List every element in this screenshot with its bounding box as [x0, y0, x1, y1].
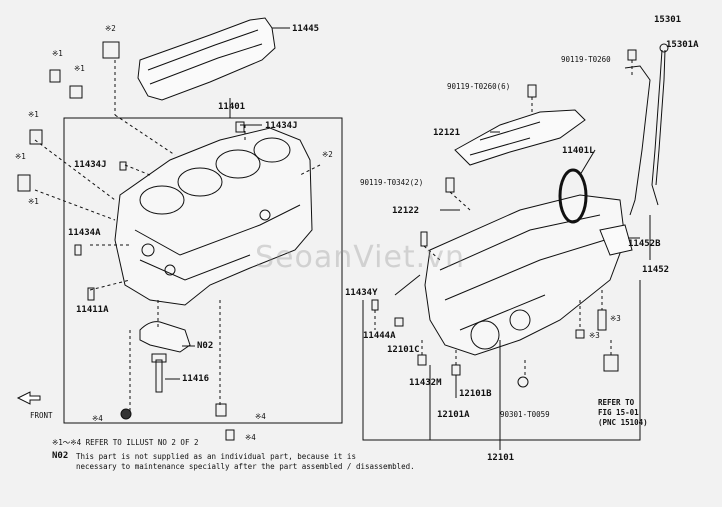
- label-n02: N02: [197, 341, 214, 351]
- plug-bottom: [120, 408, 132, 420]
- mark-2-a: ※2: [105, 24, 116, 33]
- note-line-3: necessary to maintenance specially after…: [76, 462, 415, 471]
- refer-line-3: (PNC 15104): [598, 418, 648, 427]
- bolt-left-3: [29, 129, 43, 145]
- label-11434a: 11434A: [68, 228, 101, 238]
- label-90119-t0260: 90119-T0260: [561, 55, 611, 64]
- label-11416: 11416: [182, 374, 210, 384]
- note-n02-code: N02: [52, 451, 69, 461]
- bearing-cap-n02: [139, 321, 191, 353]
- dipstick-15301: [651, 49, 663, 206]
- front-arrow: [16, 391, 41, 405]
- label-15301: 15301: [654, 15, 682, 25]
- label-12101a: 12101A: [437, 410, 470, 420]
- label-90119-t0260-6: 90119-T0260(6): [447, 82, 511, 91]
- label-12101: 12101: [487, 453, 515, 463]
- mark-4-c: ※4: [245, 433, 256, 442]
- baffle-plate-12121: [454, 109, 586, 166]
- label-11432m: 11432M: [409, 378, 442, 388]
- bolt-11416: [155, 359, 163, 393]
- oil-pan-12101: [424, 194, 626, 356]
- label-11401l: 11401L: [562, 146, 595, 156]
- mark-3-a: ※3: [610, 314, 621, 323]
- head-cover-11445: [137, 17, 276, 101]
- bolt-left-1: [49, 69, 61, 83]
- label-11411a: 11411A: [76, 305, 109, 315]
- label-12101b: 12101B: [459, 389, 492, 399]
- note-line-2: This part is not supplied as an individu…: [76, 452, 356, 461]
- label-12121: 12121: [433, 128, 461, 138]
- dipstick-guide-11452: [599, 224, 633, 256]
- mark-4-a: ※4: [92, 414, 103, 423]
- bracket-left: [102, 41, 120, 59]
- label-11445: 11445: [292, 24, 320, 34]
- refer-line-1: REFER TO: [598, 398, 635, 407]
- oil-seal-11401l: [558, 168, 588, 224]
- label-15301a: 15301A: [666, 40, 699, 50]
- cylinder-block-frame: [63, 117, 343, 424]
- mark-1-d: ※1: [15, 152, 26, 161]
- note-line-1: ※1～※4 REFER TO ILLUST NO 2 OF 2: [52, 438, 199, 447]
- cylinder-block: [114, 127, 313, 306]
- refer-line-2: FIG 15-01: [598, 408, 639, 417]
- label-11452b: 11452B: [628, 239, 661, 249]
- label-11434y: 11434Y: [345, 288, 378, 298]
- label-12101c: 12101C: [387, 345, 420, 355]
- label-90301-t0059: 90301-T0059: [500, 410, 550, 419]
- label-11401: 11401: [218, 102, 246, 112]
- label-90119-t0342-2: 90119-T0342(2): [360, 178, 424, 187]
- label-11444a: 11444A: [363, 331, 396, 341]
- mark-1-e: ※1: [28, 197, 39, 206]
- front-label: FRONT: [30, 411, 53, 420]
- label-11452: 11452: [642, 265, 670, 275]
- mark-1-a: ※1: [52, 49, 63, 58]
- mark-4-b: ※4: [255, 412, 266, 421]
- label-11434j-left: 11434J: [74, 160, 107, 170]
- label-12122: 12122: [392, 206, 420, 216]
- mark-1-c: ※1: [28, 110, 39, 119]
- label-11434j-top: 11434J: [265, 121, 298, 131]
- watermark: SeoanViet.vn: [255, 240, 465, 275]
- mark-3-b: ※3: [589, 331, 600, 340]
- bolt-left-2: [69, 85, 83, 99]
- mark-1-b: ※1: [74, 64, 85, 73]
- mark-2-b: ※2: [322, 150, 333, 159]
- bolt-left-4: [17, 174, 31, 192]
- oil-pan-frame: [362, 280, 641, 441]
